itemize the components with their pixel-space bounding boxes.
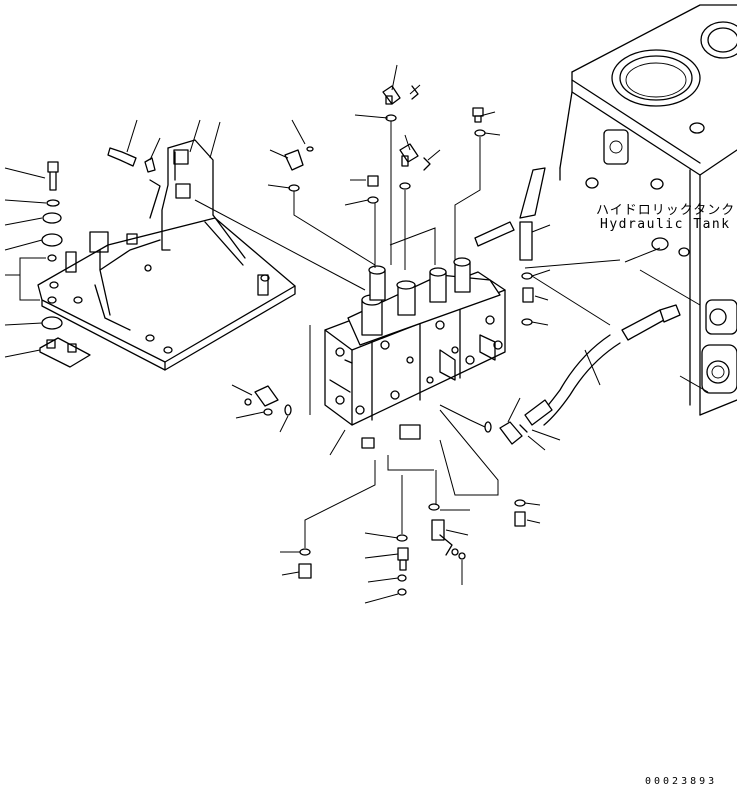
document-number: 00023893 [645,776,718,787]
fastener-stack [42,162,62,329]
leader-lines-left [5,168,46,357]
control-valve-assembly [325,258,505,448]
leader-lines-center [195,65,700,603]
hydraulic-tank [560,5,737,415]
bracket-bolt [108,120,220,218]
tank-label-english: Hydraulic Tank [600,217,731,232]
mounting-bracket [38,140,295,370]
tank-label-japanese: ハイドロリックタンク [596,203,736,218]
